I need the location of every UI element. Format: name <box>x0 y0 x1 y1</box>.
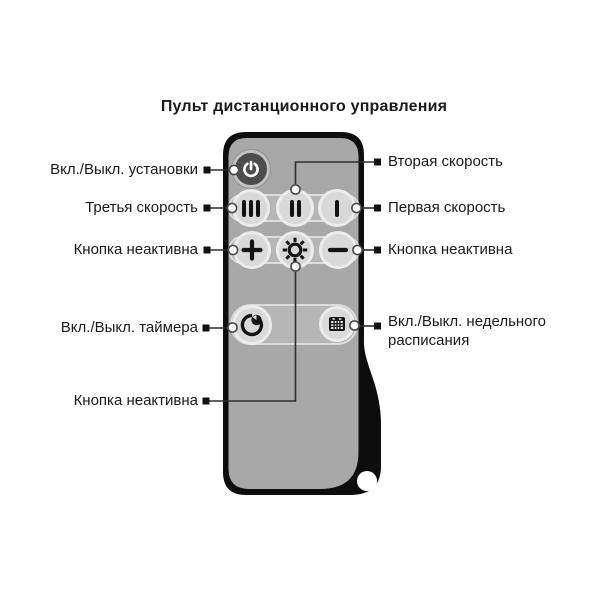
callout-power-label: Вкл./Выкл. установки <box>50 161 198 178</box>
callout-speed-2-label: Вторая скорость <box>388 153 503 170</box>
speed-2-button[interactable] <box>276 189 314 227</box>
calendar-icon <box>329 317 345 331</box>
calendar-button[interactable] <box>319 306 355 342</box>
sun-gear-icon <box>282 237 308 263</box>
callout-timer-label: Вкл./Выкл. таймера <box>60 319 198 336</box>
inactive-center-button[interactable] <box>276 231 314 269</box>
speed-1-button[interactable] <box>318 189 356 227</box>
callout-inactive-plus-label: Кнопка неактивна <box>73 241 198 258</box>
callout-inactive-minus-label: Кнопка неактивна <box>388 241 513 258</box>
minus-icon <box>327 247 349 253</box>
diagram-title: Пульт дистанционного управления <box>160 98 448 115</box>
callout-speed-3-label: Третья скорость <box>85 199 198 216</box>
timer-button[interactable] <box>232 305 272 345</box>
lanyard-hole <box>357 471 377 491</box>
minus-button[interactable] <box>319 231 357 269</box>
callout-inactive-center-label: Кнопка неактивна <box>73 392 198 409</box>
speed-three-bars-icon <box>242 199 260 217</box>
plus-icon <box>241 239 263 261</box>
power-button[interactable] <box>232 150 270 188</box>
power-icon <box>243 160 259 178</box>
speed-one-bar-icon <box>335 199 339 217</box>
callout-speed-1-label: Первая скорость <box>388 199 506 216</box>
timer-clock-icon <box>240 313 264 337</box>
plus-button[interactable] <box>233 231 271 269</box>
speed-3-button[interactable] <box>232 189 270 227</box>
speed-two-bars-icon <box>289 199 301 217</box>
callout-schedule-label: Вкл./Выкл. недельного расписания <box>388 313 546 349</box>
